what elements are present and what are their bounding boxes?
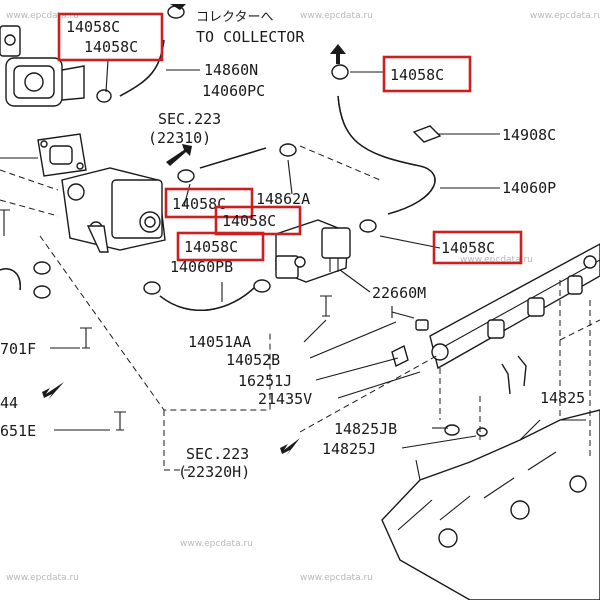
- label-16251j: 16251J: [238, 372, 292, 390]
- drawing: [0, 4, 600, 600]
- label-14060pc: 14060PC: [202, 82, 265, 100]
- arrow-44-icon: [42, 382, 64, 400]
- watermark: www.epcdata.ru: [6, 11, 79, 21]
- highlight-label-14058c: 14058C: [390, 66, 444, 84]
- dashed-lines: [0, 145, 600, 471]
- label-44: 44: [0, 394, 18, 412]
- highlight-box: [382, 55, 472, 93]
- arrow-up-icon: [330, 44, 346, 64]
- gasket: [37, 133, 87, 177]
- watermark: www.epcdata.ru: [460, 255, 533, 265]
- label-sec223-a: SEC.223: [158, 110, 221, 128]
- arrow-collector-icon: [170, 4, 186, 10]
- label-14862a: 14862A: [256, 190, 310, 208]
- highlight-box: [176, 231, 265, 262]
- collector-label-jp: コレクターへ: [196, 10, 273, 25]
- label-sec223-b-ref: (22320H): [178, 463, 250, 481]
- watermark: www.epcdata.ru: [530, 11, 600, 21]
- label-14825j: 14825J: [322, 440, 376, 458]
- label-14825jb: 14825JB: [334, 420, 397, 438]
- collector-label-en: TO COLLECTOR: [196, 28, 305, 46]
- label-14825: 14825: [540, 389, 585, 407]
- label-14051aa: 14051AA: [188, 333, 251, 351]
- highlight-label-14058c: 14058C: [222, 212, 276, 230]
- watermark: www.epcdata.ru: [300, 573, 373, 583]
- highlight-box: [164, 187, 254, 219]
- highlight-label-14058c: 14058C: [441, 239, 495, 257]
- fuel-rail: [429, 243, 600, 395]
- labels: コレクターへ TO COLLECTOR 14860N 14060PC SEC.2…: [0, 10, 585, 481]
- egr-valve: [0, 25, 85, 107]
- highlight-label-14058c: 14058C: [172, 195, 226, 213]
- label-14052b: 14052B: [226, 351, 280, 369]
- label-sec223-a-ref: (22310): [148, 129, 211, 147]
- highlight-box: [57, 12, 164, 62]
- label-14060p: 14060P: [502, 179, 556, 197]
- label-14060pb: 14060PB: [170, 258, 233, 276]
- highlight-box: [432, 230, 523, 265]
- clamps: [33, 5, 442, 299]
- arrows: [42, 4, 346, 456]
- valve-22660m: [275, 219, 351, 283]
- arrow-sec223a-icon: [166, 144, 192, 166]
- highlight-label-14058c: 14058C: [66, 18, 120, 36]
- highlight-label-14058c: 14058C: [184, 238, 238, 256]
- leader-lines: [0, 59, 500, 449]
- label-14860n: 14860N: [204, 61, 258, 79]
- label-701f: 701F: [0, 340, 36, 358]
- intake-manifold: [381, 409, 600, 600]
- label-sec223-b: SEC.223: [186, 445, 249, 463]
- label-14908c: 14908C: [502, 126, 556, 144]
- label-21435v: 21435V: [258, 390, 312, 408]
- hoses: [0, 39, 436, 311]
- watermark: www.epcdata.ru: [300, 11, 373, 21]
- watermark: www.epcdata.ru: [180, 539, 253, 549]
- label-651e: 651E: [0, 422, 36, 440]
- watermark: www.epcdata.ru: [6, 573, 79, 583]
- highlighted-callouts: 14058C 14058C 14058C 14058C 14058C 14058…: [57, 12, 523, 265]
- arrow-sec223b-icon: [280, 438, 300, 456]
- label-22660m: 22660M: [372, 284, 426, 302]
- highlight-label-14058c: 14058C: [84, 38, 138, 56]
- bolts: [0, 209, 488, 437]
- throttle-body: [61, 167, 166, 253]
